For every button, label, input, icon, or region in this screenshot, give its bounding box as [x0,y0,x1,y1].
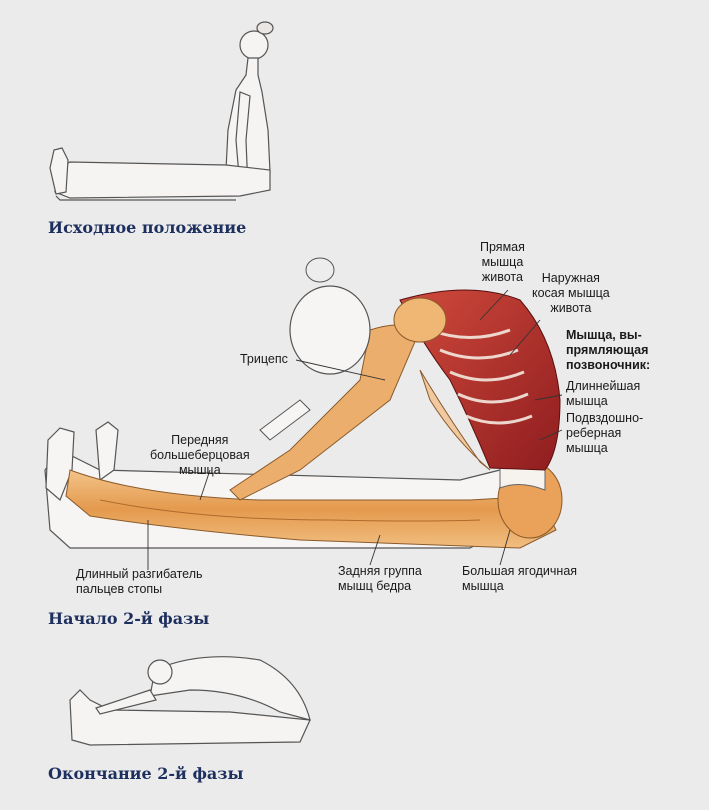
caption-phase2-end: Окончание 2-й фазы [48,764,244,783]
figure-phase2-start [44,257,563,549]
label-gluteus-maximus: Большая ягодичная мышца [462,564,578,593]
label-extensor-digitorum: Длинный разгибатель пальцев стопы [76,567,203,596]
caption-start-position: Исходное положение [48,218,247,237]
label-hamstrings: Задняя группа мышц бедра [338,564,422,593]
label-longissimus: Длиннейшая мышца [566,379,641,408]
leader-lines [147,289,563,570]
label-tibialis-anterior: Передняя большеберцовая мышца [150,433,250,477]
label-iliocostalis: Подвздошно- реберная мышца [566,411,644,455]
label-erector-spinae: Мышца, вы- прямляющая позвоночник: [566,328,651,372]
label-rectus-abdominis: Прямая мышца живота [480,240,525,284]
label-triceps: Трицепс [240,352,288,366]
figure-start-position [49,21,274,201]
label-external-oblique: Наружная косая мышца живота [532,271,610,315]
figure-phase2-end [69,656,311,746]
caption-phase2-start: Начало 2-й фазы [48,609,210,628]
